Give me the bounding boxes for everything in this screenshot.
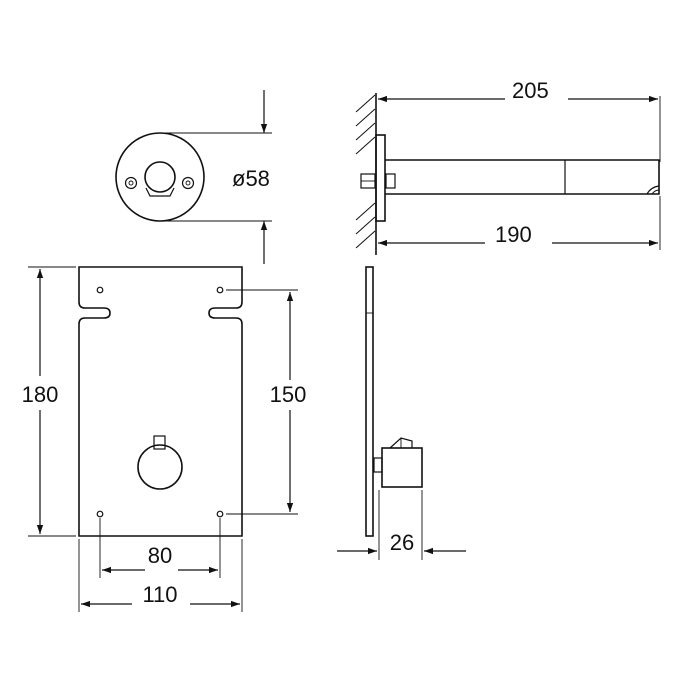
plate-hole-bottom-right bbox=[216, 510, 224, 518]
mounting-plate-outline bbox=[78, 266, 243, 537]
plate-hole-top-left bbox=[96, 286, 104, 294]
plate-side-profile bbox=[365, 266, 374, 537]
plate-valve-circle bbox=[137, 444, 183, 490]
mounting-plate-side-view: 26 bbox=[337, 266, 466, 560]
plate-height-label: 180 bbox=[22, 382, 59, 407]
rosette-outer-circle bbox=[115, 132, 205, 222]
plate-hole-top-right bbox=[216, 286, 224, 294]
spout-outlet bbox=[646, 185, 660, 195]
spout-length-body-label: 190 bbox=[495, 222, 532, 247]
box-depth-label: 26 bbox=[390, 530, 414, 555]
hole-spacing-horizontal-label: 80 bbox=[148, 543, 172, 568]
spout-rosette-plate bbox=[375, 134, 386, 222]
plate-width-label: 110 bbox=[142, 582, 177, 607]
spout-length-total-label: 205 bbox=[512, 78, 549, 103]
valve-box-connector bbox=[373, 457, 383, 473]
valve-box bbox=[381, 447, 423, 488]
rosette-screw-hole-right bbox=[181, 176, 195, 190]
spout-body bbox=[385, 159, 660, 195]
hole-spacing-vertical-label: 150 bbox=[270, 382, 307, 407]
mounting-plate-front-view: 180 150 80 110 bbox=[22, 266, 307, 612]
rosette-bracket bbox=[145, 187, 175, 197]
rosette-screw-hole-left bbox=[124, 176, 138, 190]
spout-side-view: 205 190 bbox=[355, 78, 661, 255]
valve-box-top bbox=[389, 437, 413, 449]
plate-valve-stem bbox=[153, 435, 166, 450]
wall-hatching bbox=[355, 94, 376, 249]
plate-hole-bottom-left bbox=[96, 510, 104, 518]
rosette-center-hole bbox=[144, 161, 176, 193]
rosette-diameter-label: ø58 bbox=[232, 166, 270, 191]
rosette-front-view: ø58 bbox=[115, 90, 272, 264]
